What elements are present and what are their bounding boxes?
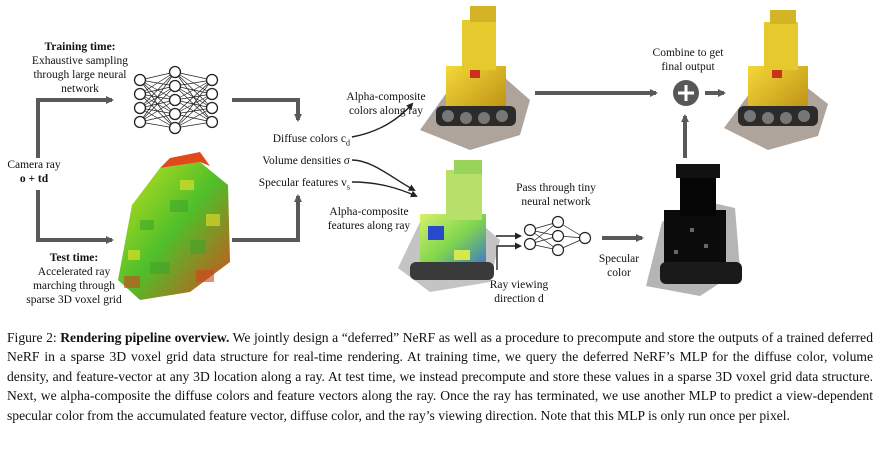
thin-arrows bbox=[351, 102, 522, 270]
flow-arrows bbox=[36, 89, 726, 244]
lego-features-image bbox=[398, 160, 500, 292]
lego-specular-image bbox=[646, 164, 742, 296]
caption-title: Rendering pipeline overview. bbox=[60, 330, 230, 345]
specular-features-label: Specular features vs bbox=[258, 177, 350, 192]
volume-density-label: Volume densities σ bbox=[262, 155, 350, 167]
alpha-colors-label: Alpha-composite colors along ray bbox=[346, 91, 426, 117]
view-direction-label: Ray viewing direction d bbox=[489, 279, 549, 305]
tiny-network-icon bbox=[523, 215, 592, 257]
voxel-grid-icon bbox=[118, 152, 230, 300]
neural-network-icon bbox=[133, 65, 219, 135]
caption-prefix: Figure 2: bbox=[7, 330, 61, 345]
combine-label: Combine to get final output bbox=[652, 47, 724, 73]
pipeline-figure: Training time: Exhaustive sampling throu… bbox=[4, 6, 828, 306]
lego-final-image bbox=[724, 10, 828, 150]
tiny-network-label: Pass through tiny neural network bbox=[516, 182, 596, 208]
lego-diffuse-image bbox=[420, 6, 530, 150]
diffuse-colors-label: Diffuse colors cd bbox=[272, 133, 350, 148]
training-label: Training time: Exhaustive sampling throu… bbox=[31, 41, 129, 95]
specular-color-label: Specular color bbox=[598, 253, 640, 279]
plus-icon bbox=[673, 80, 699, 106]
camera-ray-label: Camera ray o + td bbox=[4, 158, 64, 186]
pipeline-diagram bbox=[36, 6, 828, 300]
figure-caption: Figure 2: Rendering pipeline overview. W… bbox=[7, 328, 873, 425]
alpha-features-label: Alpha-composite features along ray bbox=[327, 206, 411, 232]
caption-body: We jointly design a “deferred” NeRF as w… bbox=[7, 330, 874, 423]
test-label: Test time: Accelerated ray marching thro… bbox=[26, 252, 122, 306]
